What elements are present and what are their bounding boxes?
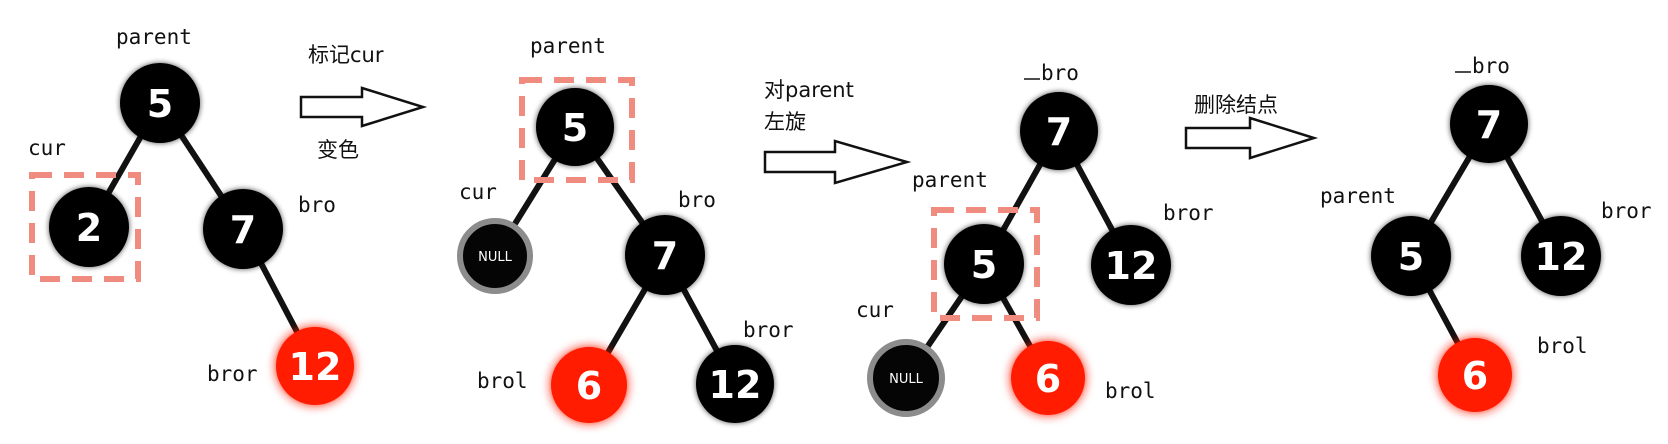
svg-text:NULL: NULL xyxy=(478,250,512,265)
node-5: 5 xyxy=(1371,216,1451,296)
node-6-red: 6 xyxy=(1011,341,1085,415)
node-12: 12 xyxy=(1521,216,1601,296)
label-cur: cur xyxy=(856,298,894,322)
node-null: NULL xyxy=(867,339,945,417)
svg-text:7: 7 xyxy=(1046,110,1072,154)
label-parent: parent xyxy=(912,168,988,192)
label-cur: cur xyxy=(459,180,497,204)
arrow-2: 对parent 左旋 xyxy=(763,78,912,185)
arrow-2-caption-bottom: 左旋 xyxy=(764,110,806,134)
svg-text:5: 5 xyxy=(971,243,997,287)
label-bro: bro xyxy=(1041,61,1079,85)
stage-1: 5 2 7 12 parent cur bro bror xyxy=(28,25,354,405)
arrow-1-caption-top: 标记cur xyxy=(308,43,384,67)
label-brol: brol xyxy=(477,369,528,393)
node-5: 5 xyxy=(536,88,614,166)
node-7: 7 xyxy=(1450,85,1528,163)
svg-text:7: 7 xyxy=(1476,103,1502,147)
highlight-box-parent xyxy=(519,77,635,183)
node-null: NULL xyxy=(457,218,533,294)
label-bror: bror xyxy=(1601,199,1652,223)
svg-text:12: 12 xyxy=(289,345,342,389)
stage-3: 7 5 12 NULL 6 bro parent bror cur brol xyxy=(856,61,1214,417)
svg-text:5: 5 xyxy=(562,106,588,150)
node-6-red: 6 xyxy=(1438,338,1512,412)
node-7: 7 xyxy=(1020,92,1098,170)
svg-text:7: 7 xyxy=(230,208,256,252)
label-bro: bro xyxy=(678,188,716,212)
node-6-red: 6 xyxy=(551,347,627,423)
svg-text:12: 12 xyxy=(709,363,762,407)
svg-text:6: 6 xyxy=(1035,357,1061,401)
label-bror: bror xyxy=(207,362,258,386)
svg-text:5: 5 xyxy=(147,82,173,126)
label-brol: brol xyxy=(1105,379,1156,403)
label-bror: bror xyxy=(1163,201,1214,225)
label-bro: bro xyxy=(1472,54,1510,78)
svg-text:6: 6 xyxy=(576,364,602,408)
node-2: 2 xyxy=(49,187,129,267)
svg-text:12: 12 xyxy=(1535,235,1588,279)
svg-text:7: 7 xyxy=(652,234,678,278)
arrow-3-caption: 删除结点 xyxy=(1194,93,1278,117)
node-5: 5 xyxy=(120,63,200,143)
node-12-red: 12 xyxy=(276,327,354,405)
label-brol: brol xyxy=(1537,334,1588,358)
arrow-2-caption-top: 对parent xyxy=(764,78,854,102)
node-7: 7 xyxy=(625,215,705,295)
arrow-3: 删除结点 xyxy=(1184,93,1319,160)
label-cur: cur xyxy=(28,136,66,160)
label-parent: parent xyxy=(1320,184,1396,208)
highlight-box-parent xyxy=(931,207,1040,321)
label-bro: bro xyxy=(298,193,336,217)
svg-text:NULL: NULL xyxy=(889,372,923,387)
stage-4: 7 5 12 6 bro parent bror brol xyxy=(1320,54,1652,412)
node-7: 7 xyxy=(203,189,283,269)
stage-2: 5 NULL 7 6 12 parent cur bro brol bror xyxy=(457,34,794,423)
label-parent: parent xyxy=(530,34,606,58)
svg-text:5: 5 xyxy=(1398,235,1424,279)
svg-text:12: 12 xyxy=(1105,244,1158,288)
label-parent: parent xyxy=(116,25,192,49)
label-bror: bror xyxy=(743,318,794,342)
node-12: 12 xyxy=(696,345,774,423)
node-12: 12 xyxy=(1091,225,1171,305)
svg-text:2: 2 xyxy=(76,206,102,250)
node-5: 5 xyxy=(944,224,1024,304)
highlight-box-cur xyxy=(29,172,141,282)
arrow-1-caption-bottom: 变色 xyxy=(317,138,359,162)
svg-text:6: 6 xyxy=(1462,354,1488,398)
arrow-1: 标记cur 变色 xyxy=(299,43,428,162)
